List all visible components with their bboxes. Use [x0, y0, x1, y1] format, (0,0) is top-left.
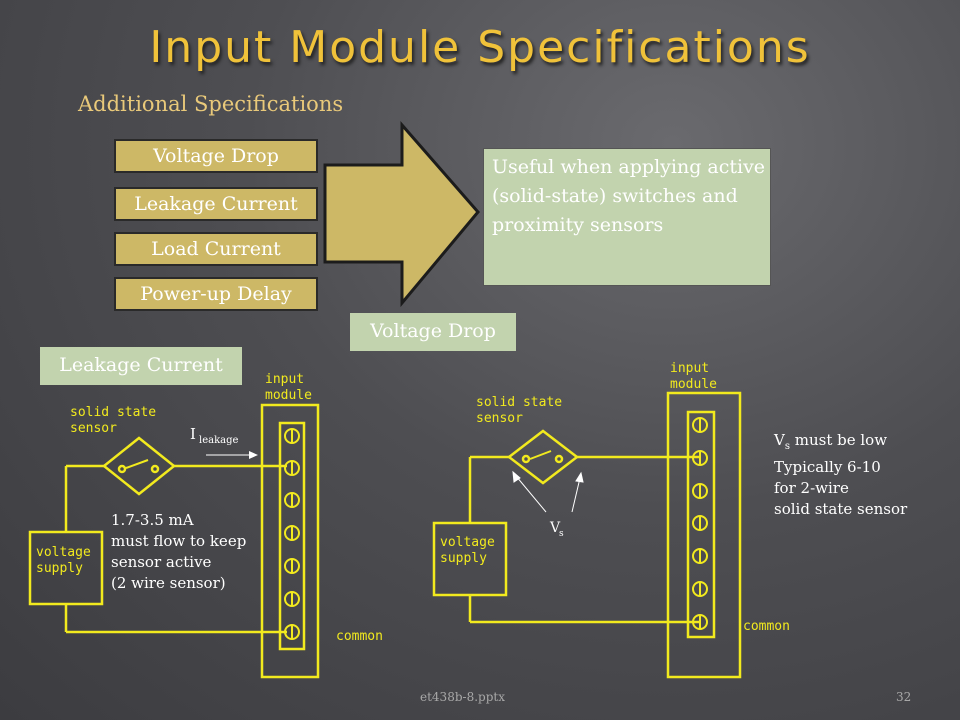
spec-box-load-current: Load Current	[114, 232, 318, 266]
sensor-diamond	[506, 429, 580, 485]
supply-label-line1: voltage	[36, 545, 91, 560]
arrow-right-icon	[323, 121, 480, 308]
vs-note-text: must be low	[789, 431, 888, 449]
leakage-current-subscript: leakage	[199, 435, 239, 446]
spec-box-leakage-current: Leakage Current	[114, 187, 318, 221]
input-module-box	[666, 391, 742, 679]
spec-box-power-up-delay: Power-up Delay	[114, 277, 318, 311]
voltage-drop-note: Vs must be low Typically 6-10 for 2-wire…	[774, 430, 907, 520]
vs-note-symbol: V	[774, 431, 785, 449]
subtitle: Additional Specifications	[78, 92, 344, 116]
leakage-current-symbol: I	[190, 425, 196, 443]
arrow-right-icon	[249, 451, 258, 459]
voltage-drop-note-line1: Vs must be low	[774, 430, 907, 457]
leakage-note-line2: must flow to keep	[111, 532, 247, 550]
voltage-drop-note-line4: solid state sensor	[774, 500, 908, 518]
sensor-label-line2: sensor	[476, 411, 523, 426]
module-label-line2: module	[265, 388, 312, 403]
useful-description: Useful when applying active (solid-state…	[483, 148, 771, 286]
common-label: common	[743, 619, 790, 634]
voltage-drop-note-line2: Typically 6-10	[774, 458, 881, 476]
voltage-drop-tag: Voltage Drop	[350, 313, 516, 351]
input-module-box	[260, 403, 320, 679]
leakage-current-tag: Leakage Current	[40, 347, 242, 385]
leakage-note-line1: 1.7-3.5 mA	[111, 511, 194, 529]
common-label: common	[336, 629, 383, 644]
footer-filename: et438b-8.pptx	[420, 690, 505, 704]
voltage-drop-note-line3: for 2-wire	[774, 479, 849, 497]
vs-subscript: s	[559, 529, 564, 539]
sensor-label-line1: solid state	[476, 395, 562, 410]
leakage-note-line3: sensor active	[111, 553, 212, 571]
module-terminals	[284, 428, 300, 640]
supply-label-line1: voltage	[440, 535, 495, 550]
page-title: Input Module Specifications	[149, 22, 811, 73]
vs-symbol: V	[549, 520, 561, 536]
module-terminals	[692, 417, 708, 630]
leakage-note-line4: (2 wire sensor)	[111, 574, 226, 592]
module-label-line2: module	[670, 377, 717, 392]
module-label-line1: input	[670, 361, 709, 376]
supply-label-line2: supply	[36, 561, 83, 576]
vs-note-subscript: s	[784, 441, 790, 452]
footer-page-number: 32	[896, 690, 912, 704]
spec-box-voltage-drop: Voltage Drop	[114, 139, 318, 173]
module-label-line1: input	[265, 372, 304, 387]
sensor-label-line2: sensor	[70, 421, 117, 436]
supply-label-line2: supply	[440, 551, 487, 566]
leakage-note: 1.7-3.5 mA must flow to keep sensor acti…	[111, 510, 246, 594]
sensor-label-line1: solid state	[70, 405, 156, 420]
